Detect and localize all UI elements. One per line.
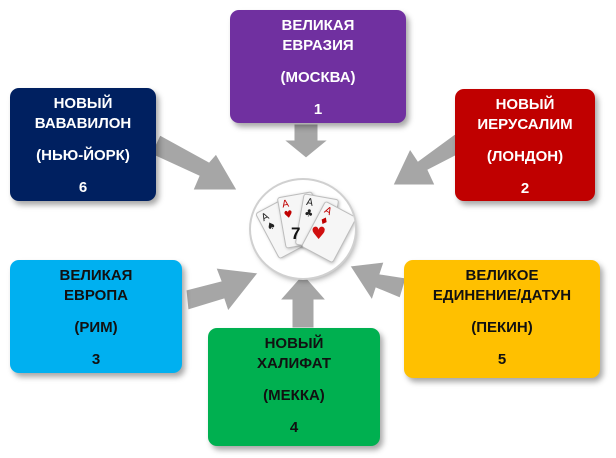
node-5-number: 5	[497, 351, 507, 368]
arrow-from-box-6	[150, 134, 238, 191]
node-6-title-line-1: НОВЫЙ	[53, 95, 113, 112]
arrow-from-box-1	[282, 123, 330, 159]
node-3-title-line-2: ЕВРОПА	[64, 287, 128, 304]
arrow-from-box-2	[392, 133, 464, 186]
arrow-from-box-4	[278, 273, 328, 329]
node-4-title-line-1: НОВЫЙ	[264, 335, 324, 352]
node-1-title-line-1: ВЕЛИКАЯ	[281, 17, 355, 34]
arrow-from-box-5	[349, 261, 407, 302]
node-4-city: (МЕККА)	[263, 387, 325, 404]
node-1-number: 1	[313, 101, 323, 118]
node-box-3: ВЕЛИКАЯ ЕВРОПА (РИМ) 3	[10, 260, 182, 373]
node-2-title-line-2: ИЕРУСАЛИМ	[477, 116, 573, 133]
node-5-title-line-1: ВЕЛИКОЕ	[465, 267, 539, 284]
arrow-from-box-3	[185, 267, 259, 313]
node-1-title-line-2: ЕВРАЗИЯ	[282, 37, 354, 54]
node-box-5: ВЕЛИКОЕ ЕДИНЕНИЕ/ДАТУН (ПЕКИН) 5	[404, 260, 600, 378]
node-2-title-line-1: НОВЫЙ	[495, 96, 555, 113]
node-6-city: (НЬЮ-ЙОРК)	[36, 147, 130, 164]
node-box-2: НОВЫЙ ИЕРУСАЛИМ (ЛОНДОН) 2	[455, 89, 595, 201]
node-2-number: 2	[520, 180, 530, 197]
center-circle: A♠ A♥ A♣ A♦	[251, 180, 355, 278]
node-5-title-line-2: ЕДИНЕНИЕ/ДАТУН	[432, 287, 572, 304]
node-box-6: НОВЫЙ ВАВАВИЛОН (НЬЮ-ЙОРК) 6	[10, 88, 156, 201]
center-number: 7	[291, 224, 301, 243]
node-5-city: (ПЕКИН)	[471, 319, 533, 336]
node-2-city: (ЛОНДОН)	[486, 148, 564, 165]
node-3-title-line-1: ВЕЛИКАЯ	[59, 267, 133, 284]
node-3-city: (РИМ)	[74, 319, 118, 336]
node-3-number: 3	[91, 351, 101, 368]
node-box-1: ВЕЛИКАЯ ЕВРАЗИЯ (МОСКВА) 1	[230, 10, 406, 123]
node-6-number: 6	[78, 179, 88, 196]
node-6-title-line-2: ВАВАВИЛОН	[34, 115, 132, 132]
node-box-4: НОВЫЙ ХАЛИФАТ (МЕККА) 4	[208, 328, 380, 446]
node-1-city: (МОСКВА)	[280, 69, 356, 86]
node-4-title-line-2: ХАЛИФАТ	[256, 355, 331, 372]
node-4-number: 4	[289, 419, 299, 436]
heart-icon: ♥	[311, 224, 327, 244]
